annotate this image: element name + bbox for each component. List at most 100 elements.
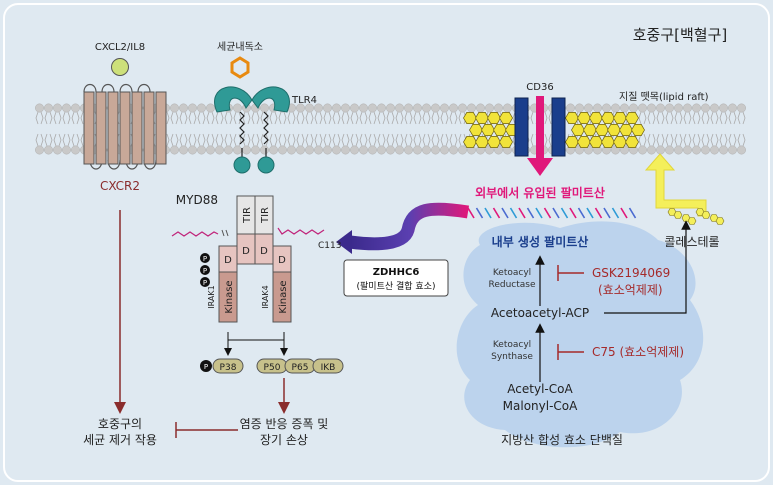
lipid-tail xyxy=(400,111,404,125)
cholesterol-ring xyxy=(715,217,725,225)
cell-title: 호중구[백혈구] xyxy=(633,26,728,44)
lipid-tail xyxy=(62,133,66,147)
lipid-tail xyxy=(197,111,201,125)
lipid-head xyxy=(71,103,80,113)
p38-phospho: P xyxy=(204,363,208,371)
lipid-tail xyxy=(652,111,656,125)
lipid-tail xyxy=(665,111,669,125)
cxcr2-label: CXCR2 xyxy=(100,179,140,193)
lipid-head xyxy=(611,103,620,113)
lipid-tail xyxy=(368,133,372,147)
lipid-tail xyxy=(724,111,728,125)
raft-sterol-ring xyxy=(571,124,585,136)
lipid-tail xyxy=(688,111,692,125)
lipid-head xyxy=(701,103,710,113)
raft-sterol-ring xyxy=(595,124,609,136)
lipid-head xyxy=(215,145,224,155)
lipid-head xyxy=(728,145,737,155)
lipid-tail xyxy=(548,133,552,147)
lipid-head xyxy=(683,145,692,155)
lipid-head xyxy=(593,103,602,113)
raft-sterol-ring xyxy=(607,124,621,136)
reductase-line1: Ketoacyl xyxy=(493,268,531,278)
lipid-tail xyxy=(359,111,363,125)
lipid-tail xyxy=(715,111,719,125)
raft-sterol-ring xyxy=(613,112,627,124)
lipid-tail xyxy=(431,111,435,125)
lipid-head xyxy=(683,103,692,113)
lipid-tail xyxy=(661,133,665,147)
lipid-tail xyxy=(697,133,701,147)
lipid-tail xyxy=(440,111,444,125)
lipid-tail xyxy=(332,111,336,125)
synthase-line2: Synthase xyxy=(491,352,533,362)
lipid-tail xyxy=(706,111,710,125)
lipid-tail xyxy=(220,133,224,147)
lipid-tail xyxy=(377,133,381,147)
lipid-tail xyxy=(35,133,39,147)
raft-sterol-ring xyxy=(589,112,603,124)
lipid-tail xyxy=(67,133,71,147)
lipid-tail xyxy=(355,133,359,147)
lipid-tail xyxy=(449,111,453,125)
lipid-tail xyxy=(701,111,705,125)
lipid-head xyxy=(656,103,665,113)
lipid-tail xyxy=(346,133,350,147)
lipid-head xyxy=(692,145,701,155)
lipid-head xyxy=(197,103,206,113)
lipid-tail xyxy=(697,111,701,125)
lipid-head xyxy=(278,145,287,155)
raft-sterol-ring xyxy=(601,136,615,148)
lipid-head xyxy=(647,103,656,113)
thioester-left xyxy=(221,229,229,237)
lipid-tail xyxy=(409,111,413,125)
lipid-head xyxy=(323,103,332,113)
c113-label: C113 xyxy=(318,241,341,251)
lipid-tail xyxy=(544,133,548,147)
cd36-uptake-arrow xyxy=(527,96,553,176)
palmitoyl-chain-right xyxy=(277,227,325,235)
lipid-tail xyxy=(328,133,332,147)
zdhhc6-desc: (팔미트산 결합 효소) xyxy=(357,280,436,292)
lipid-tail xyxy=(44,111,48,125)
lipid-tail xyxy=(364,111,368,125)
lipid-head xyxy=(44,145,53,155)
raft-sterol-ring xyxy=(463,112,477,124)
reductase-line2: Reductase xyxy=(488,280,535,290)
palmitoyl-chain-left xyxy=(171,231,219,237)
lipid-tail xyxy=(188,111,192,125)
lipid-tail xyxy=(233,111,237,125)
lipid-tail xyxy=(355,111,359,125)
lipid-head xyxy=(395,103,404,113)
acetoacetyl-acp-label: Acetoacetyl-ACP xyxy=(491,306,589,320)
toxin-label: 세균내독소 xyxy=(217,41,263,53)
lipid-tail xyxy=(80,111,84,125)
lipid-tail xyxy=(49,133,53,147)
palmitate-dash xyxy=(467,207,475,219)
lipid-tail xyxy=(260,111,264,125)
lipid-tail xyxy=(278,133,282,147)
lipid-head xyxy=(179,103,188,113)
lipid-tail xyxy=(35,111,39,125)
cxcl2-ligand xyxy=(111,58,129,76)
lipid-tail xyxy=(242,111,246,125)
lipid-tail xyxy=(409,133,413,147)
lipid-tail xyxy=(215,133,219,147)
palmitate-dash xyxy=(492,207,501,219)
lipid-tail xyxy=(679,133,683,147)
lipid-tail xyxy=(274,133,278,147)
lipid-head xyxy=(458,145,467,155)
tir-left: TIR xyxy=(242,207,253,224)
lipid-tail xyxy=(283,111,287,125)
lipid-head xyxy=(647,145,656,155)
clearance-line1: 호중구의 xyxy=(98,417,142,431)
lipid-head xyxy=(737,145,746,155)
lipid-head xyxy=(620,103,629,113)
lipid-tail xyxy=(733,133,737,147)
gsk-desc: (효소억제제) xyxy=(598,283,663,297)
lipid-tail xyxy=(638,133,642,147)
raft-sterol-ring xyxy=(475,112,489,124)
lipid-tail xyxy=(247,111,251,125)
zdhhc6-box xyxy=(343,259,449,297)
lipid-tail xyxy=(170,111,174,125)
